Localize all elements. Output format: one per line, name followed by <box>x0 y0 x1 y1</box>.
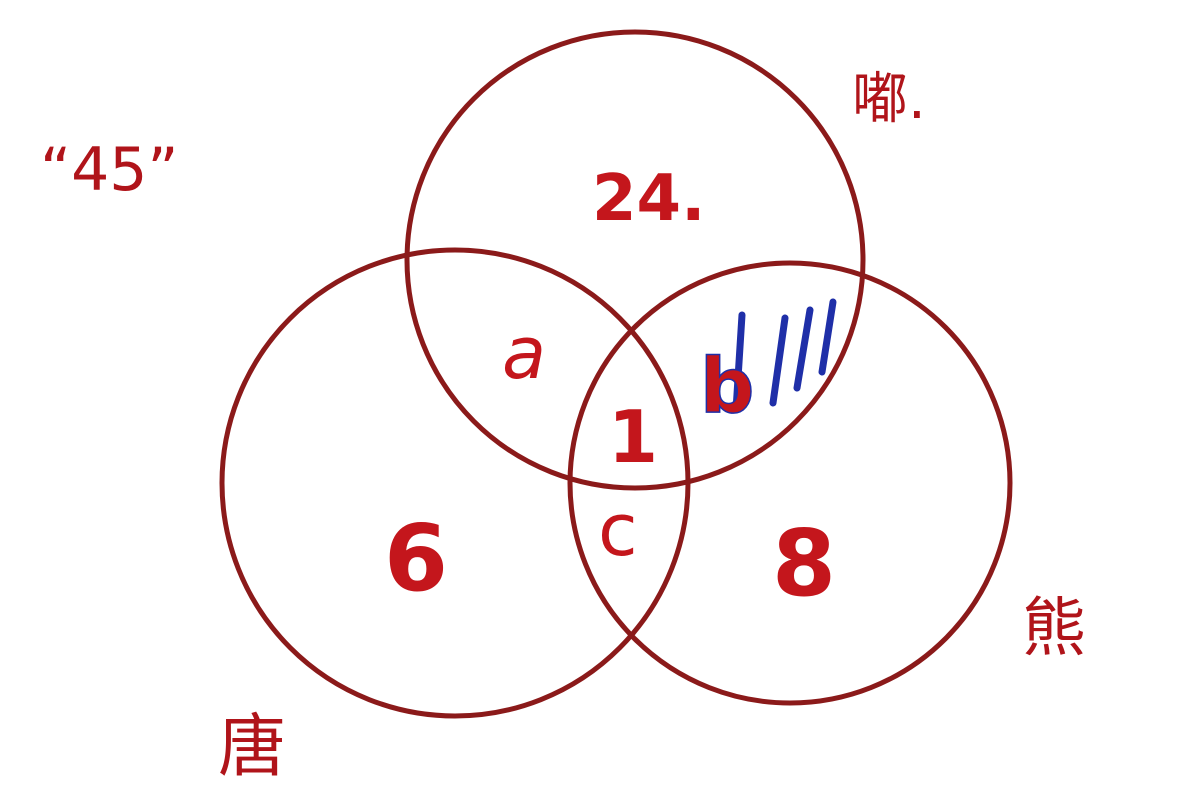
circle-right <box>567 260 1013 706</box>
circle-top <box>404 29 866 491</box>
region-top-only: 24. <box>592 162 705 236</box>
region-top-left: a <box>502 311 546 395</box>
hatching-marks <box>732 298 837 414</box>
region-left-only: 6 <box>384 505 448 612</box>
region-left-right: c <box>598 488 638 572</box>
region-top-right: b <box>700 341 754 430</box>
label-right-set: 熊 <box>1022 592 1086 666</box>
region-center: 1 <box>608 395 658 479</box>
region-right-only: 8 <box>772 510 836 617</box>
label-top-set: 嘟. <box>852 67 926 132</box>
label-outside: “45” <box>40 135 179 205</box>
label-left-set: 唐 <box>218 708 286 787</box>
circle-left <box>219 247 691 719</box>
